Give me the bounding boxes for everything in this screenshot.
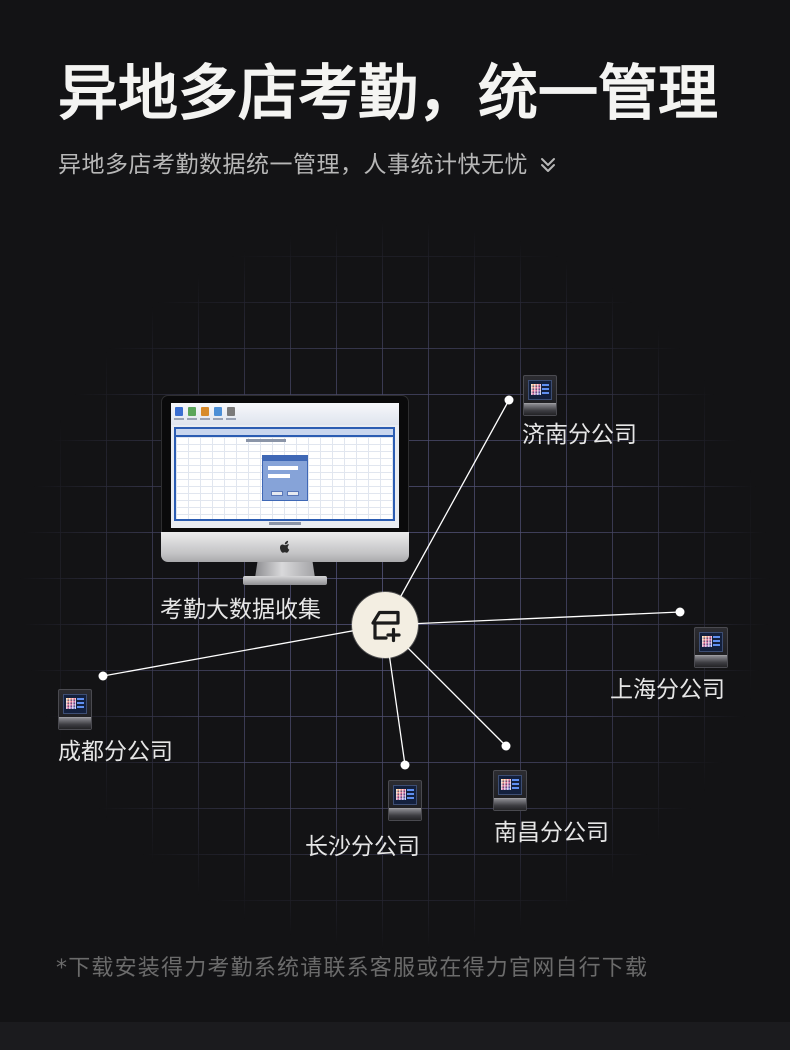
terminal-bars [542, 384, 549, 396]
toolbar-icon [188, 407, 196, 416]
terminal-qr [396, 789, 406, 800]
dialog-field [268, 466, 298, 470]
page-title: 异地多店考勤，统一管理 [58, 59, 718, 129]
dialog-button [287, 491, 299, 496]
monitor-bezel [161, 395, 409, 532]
attendance-software-screenshot [171, 403, 399, 528]
attendance-terminal-icon [58, 689, 92, 730]
connector-line-chengdu [102, 624, 386, 677]
chevron-double-down-icon [541, 158, 555, 172]
toolbar-icon [175, 407, 183, 416]
monitor-chin [161, 532, 409, 562]
toolbar-caption [213, 418, 223, 420]
app-window [174, 427, 395, 521]
terminal-qr [501, 779, 511, 790]
subtitle-row: 异地多店考勤数据统一管理，人事统计快无忧 [58, 151, 558, 179]
terminal-screen [528, 380, 552, 400]
endpoint-dot-nanchang [501, 741, 511, 751]
grid-lines [14, 220, 770, 950]
app-dialog [262, 455, 308, 501]
connector-line-shanghai [384, 611, 681, 626]
page-subtitle: 异地多店考勤数据统一管理，人事统计快无忧 [58, 152, 528, 178]
toolbar-caption [200, 418, 210, 420]
endpoint-dot-jinan [504, 395, 514, 405]
app-toolbar [171, 403, 399, 425]
terminal-bars [713, 636, 720, 648]
toolbar-icon [201, 407, 209, 416]
terminal-base [524, 403, 556, 415]
toolbar-caption [187, 418, 197, 420]
dialog-button [271, 491, 283, 496]
bottom-strip [0, 1022, 790, 1050]
terminal-screen [63, 694, 87, 714]
monitor-stand-neck [255, 562, 315, 578]
terminal-bars [512, 779, 519, 791]
terminal-qr [66, 698, 76, 709]
app-header-row [176, 429, 393, 435]
terminal-qr [531, 384, 541, 395]
data-hub-node [352, 592, 418, 658]
terminal-qr [702, 636, 712, 647]
branch-label-chengdu: 成都分公司 [58, 739, 173, 765]
store-plus-icon [371, 610, 401, 643]
monitor-stand-foot [243, 576, 327, 585]
attendance-terminal-icon [523, 375, 557, 416]
terminal-base [695, 655, 727, 667]
branch-label-shanghai: 上海分公司 [610, 677, 725, 703]
branch-label-jinan: 济南分公司 [522, 422, 637, 448]
dialog-title-bar [263, 456, 307, 461]
endpoint-dot-shanghai [675, 607, 685, 617]
hub-label: 考勤大数据收集 [160, 597, 321, 623]
terminal-base [59, 717, 91, 729]
apple-logo-icon [280, 540, 290, 553]
attendance-terminal-icon [694, 627, 728, 668]
branch-label-nanchang: 南昌分公司 [494, 820, 609, 846]
attendance-terminal-icon [388, 780, 422, 821]
terminal-screen [699, 632, 723, 652]
terminal-bars [77, 698, 84, 710]
computer-monitor [161, 395, 409, 590]
endpoint-dot-chengdu [98, 671, 108, 681]
toolbar-icon [227, 407, 235, 416]
dialog-field [268, 474, 290, 478]
toolbar-caption [174, 418, 184, 420]
toolbar-caption [226, 418, 236, 420]
app-status-bar [269, 522, 301, 525]
attendance-terminal-icon [493, 770, 527, 811]
footer-note: *下载安装得力考勤系统请联系客服或在得力官网自行下载 [56, 956, 649, 981]
endpoint-dot-changsha [400, 760, 410, 770]
branch-label-changsha: 长沙分公司 [305, 834, 420, 860]
terminal-screen [498, 775, 522, 795]
app-caption [246, 439, 286, 442]
terminal-base [389, 808, 421, 820]
terminal-screen [393, 785, 417, 805]
connector-line-jinan [384, 399, 510, 626]
terminal-base [494, 798, 526, 810]
terminal-bars [407, 789, 414, 801]
toolbar-icon [214, 407, 222, 416]
